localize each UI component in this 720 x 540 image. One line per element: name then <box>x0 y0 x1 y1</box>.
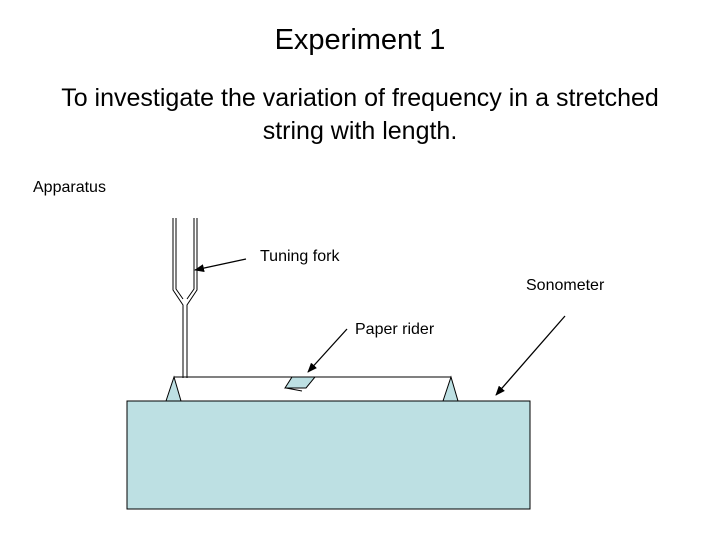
tuning-fork-arrow <box>194 258 247 273</box>
apparatus-label: Apparatus <box>33 179 106 196</box>
sonometer-label: Sonometer <box>526 277 605 294</box>
tuning-fork <box>172 218 198 378</box>
sonometer-box <box>126 400 531 510</box>
paper-rider-label: Paper rider <box>355 321 435 338</box>
right-bridge <box>442 375 459 402</box>
paper-rider-arrow <box>307 328 348 373</box>
left-bridge <box>165 375 182 402</box>
slide-subtitle: To investigate the variation of frequenc… <box>61 84 659 145</box>
tuning-fork-outer-prongs <box>172 218 198 378</box>
tuning-fork-inner-prongs <box>175 218 195 300</box>
slide-title: Experiment 1 <box>274 24 446 56</box>
sonometer-arrow <box>495 315 566 396</box>
tuning-fork-label: Tuning fork <box>260 248 340 265</box>
paper-rider <box>284 376 317 392</box>
